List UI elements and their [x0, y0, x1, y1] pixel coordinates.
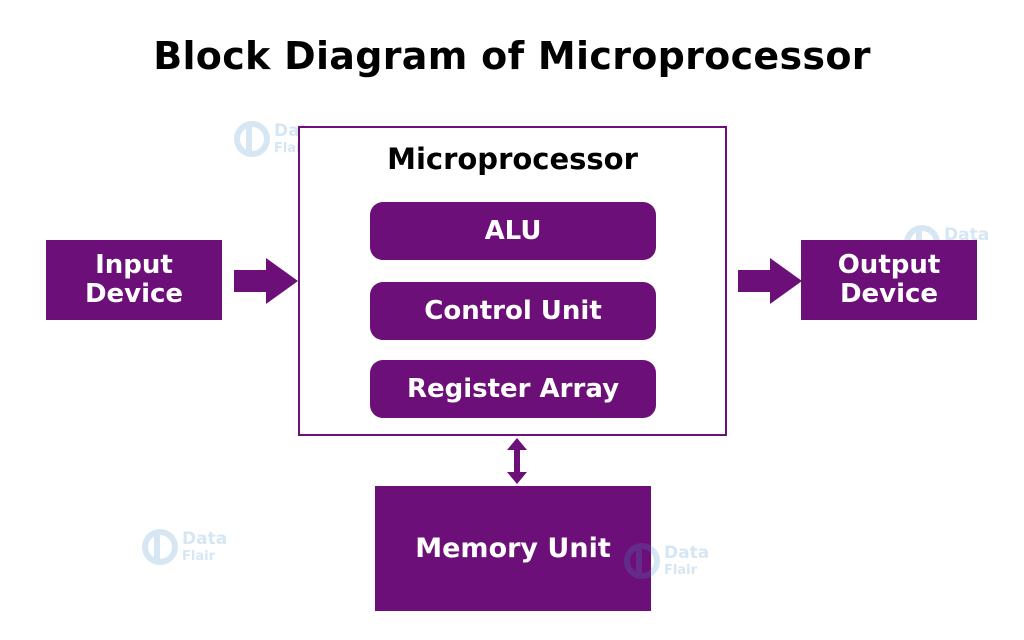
microprocessor-title: Microprocessor — [387, 142, 638, 176]
cpu-to-output-arrow — [738, 258, 802, 304]
watermark-text-memory-2: Flair — [664, 563, 698, 578]
watermark-text-memory-1: Data — [664, 543, 709, 563]
output-device-block: Output Device — [801, 240, 977, 320]
diagram-title: Block Diagram of Microprocessor — [153, 34, 871, 78]
register-array-block: Register Array — [370, 360, 656, 418]
memory-unit-block: Memory Unit — [375, 486, 651, 611]
input-device-block: Input Device — [46, 240, 222, 320]
watermark-text-bottom-left-2: Flair — [182, 549, 216, 564]
input-to-cpu-arrow — [234, 258, 298, 304]
cpu-memory-bidirectional-arrow — [507, 438, 527, 484]
control-unit-block: Control Unit — [370, 282, 656, 340]
microprocessor-frame: Microprocessor ALU Control Unit Register… — [298, 126, 727, 436]
alu-block: ALU — [370, 202, 656, 260]
watermark-text-bottom-left-1: Data — [182, 529, 227, 549]
watermark-logo-memory: Data Flair — [624, 543, 709, 579]
watermark-logo-bottom-left: Data Flair — [142, 529, 227, 565]
